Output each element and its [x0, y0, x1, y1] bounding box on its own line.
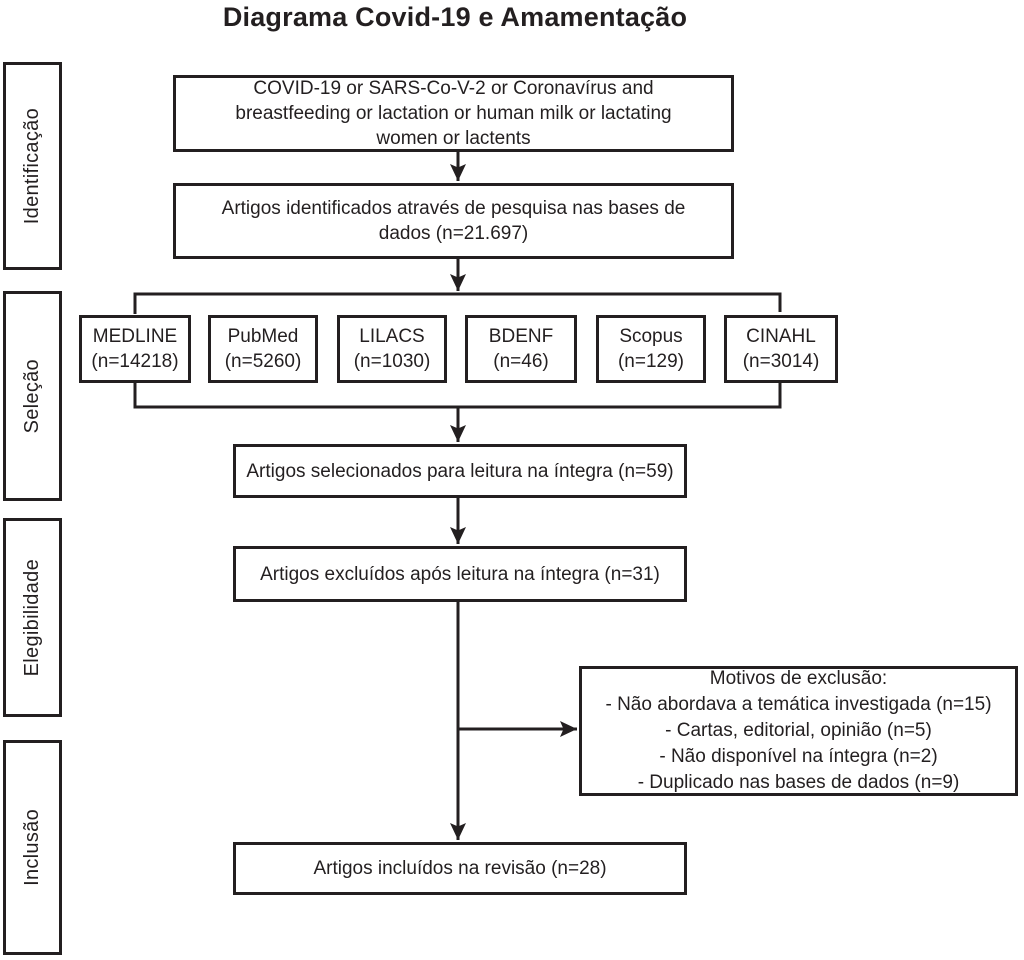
database-name: LILACS — [359, 326, 425, 347]
exclusion-reason-item: - Duplicado nas bases de dados (n=9) — [637, 772, 960, 793]
flow-box-search-terms: COVID-19 or SARS-Co-V-2 or Coronavírus a… — [173, 75, 734, 152]
stage-label: Seleção — [21, 358, 43, 434]
database-name: PubMed — [227, 326, 299, 347]
bracket-databases-top — [133, 292, 782, 314]
database-count: (n=1030) — [353, 351, 431, 372]
flow-box-identified: Artigos identificados através de pesquis… — [173, 183, 734, 259]
stage-label: Identificação — [21, 107, 43, 225]
exclusion-reason-item: - Não disponível na íntegra (n=2) — [659, 746, 938, 767]
stage-box-identificacao: Identificação — [3, 62, 62, 270]
flow-box-selected: Artigos selecionados para leitura na ínt… — [233, 444, 687, 498]
database-box-medline: MEDLINE (n=14218) — [79, 315, 191, 383]
stage-box-inclusao: Inclusão — [3, 740, 62, 955]
database-count: (n=46) — [493, 351, 549, 372]
bracket-databases-bottom — [133, 383, 782, 409]
database-box-scopus: Scopus (n=129) — [596, 315, 706, 383]
database-name: CINAHL — [746, 326, 816, 347]
database-count: (n=5260) — [224, 351, 302, 372]
stage-label: Elegibilidade — [21, 558, 43, 677]
database-box-pubmed: PubMed (n=5260) — [208, 315, 318, 383]
exclusion-reason-item: - Não abordava a temática investigada (n… — [605, 694, 992, 715]
flow-box-included: Artigos incluídos na revisão (n=28) — [233, 842, 687, 895]
exclusion-reason-item: - Cartas, editorial, opinião (n=5) — [665, 720, 932, 741]
stage-label: Inclusão — [21, 809, 43, 886]
database-box-cinahl: CINAHL (n=3014) — [724, 315, 838, 383]
diagram-title: Diagrama Covid-19 e Amamentação — [222, 2, 688, 32]
database-count: (n=14218) — [91, 351, 179, 372]
database-box-bdenf: BDENF (n=46) — [465, 315, 577, 383]
database-count: (n=129) — [617, 351, 685, 372]
exclusion-reasons-heading: Motivos de exclusão: — [709, 668, 888, 689]
flow-box-excluded: Artigos excluídos após leitura na íntegr… — [233, 546, 687, 602]
database-box-lilacs: LILACS (n=1030) — [337, 315, 447, 383]
stage-box-elegibilidade: Elegibilidade — [3, 518, 62, 717]
database-name: BDENF — [488, 326, 554, 347]
flow-box-exclusion-reasons: Motivos de exclusão: - Não abordava a te… — [579, 666, 1018, 796]
database-name: Scopus — [619, 326, 683, 347]
database-count: (n=3014) — [742, 351, 820, 372]
database-name: MEDLINE — [92, 326, 178, 347]
stage-box-selecao: Seleção — [3, 291, 62, 501]
